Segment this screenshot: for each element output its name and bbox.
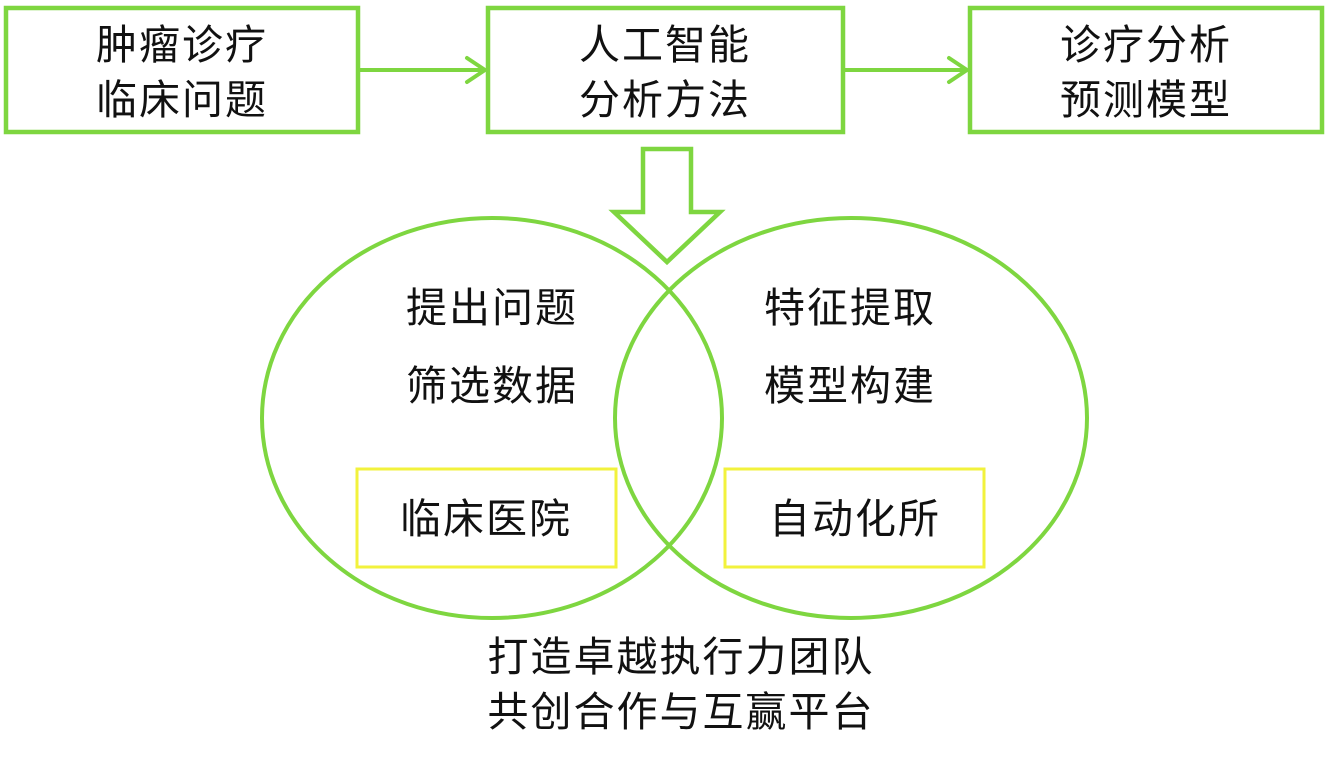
flow-step-3-box bbox=[967, 5, 1325, 135]
flow-step-2-line2: 分析方法 bbox=[579, 76, 751, 124]
down-arrow-icon bbox=[608, 146, 726, 266]
flow-step-3-line2: 预测模型 bbox=[1060, 76, 1232, 124]
flow-arrow-2-3 bbox=[841, 56, 969, 84]
flow-arrow-1-2-head bbox=[465, 56, 487, 84]
flow-step-2-line1: 人工智能 bbox=[579, 21, 751, 69]
venn-left-tag: 临床医院 bbox=[400, 495, 572, 543]
venn-left-tag-box bbox=[355, 467, 618, 569]
venn-right-tag-box bbox=[723, 467, 986, 569]
flow-step-1-box bbox=[3, 5, 361, 135]
venn-left-circle bbox=[260, 216, 724, 620]
venn-right-circle bbox=[613, 216, 1089, 620]
flow-step-1-line2: 临床问题 bbox=[96, 76, 268, 124]
venn-right-tag: 自动化所 bbox=[769, 495, 941, 543]
footer-line2: 共创合作与互赢平台 bbox=[488, 688, 875, 736]
venn-left-content: 提出问题 筛选数据 临床医院 bbox=[355, 284, 618, 569]
venn-left-line2: 筛选数据 bbox=[406, 362, 578, 410]
flow-step-3: 诊疗分析 预测模型 bbox=[967, 5, 1325, 135]
venn-right-line2: 模型构建 bbox=[764, 362, 936, 410]
flow-step-1: 肿瘤诊疗 临床问题 bbox=[3, 5, 361, 135]
flow-arrow-2-3-head bbox=[947, 56, 969, 84]
footer-line1: 打造卓越执行力团队 bbox=[488, 633, 875, 681]
flow-step-1-line1: 肿瘤诊疗 bbox=[96, 21, 268, 69]
footer: 打造卓越执行力团队 共创合作与互赢平台 bbox=[488, 633, 875, 736]
venn-right-content: 特征提取 模型构建 自动化所 bbox=[723, 284, 986, 569]
flow-arrow-1-2 bbox=[356, 56, 487, 84]
flow-step-2-box bbox=[485, 5, 846, 135]
flow-step-2: 人工智能 分析方法 bbox=[485, 5, 846, 135]
venn-left-line1: 提出问题 bbox=[406, 284, 578, 332]
flow-step-3-line1: 诊疗分析 bbox=[1060, 21, 1232, 69]
venn-right-line1: 特征提取 bbox=[764, 284, 936, 332]
